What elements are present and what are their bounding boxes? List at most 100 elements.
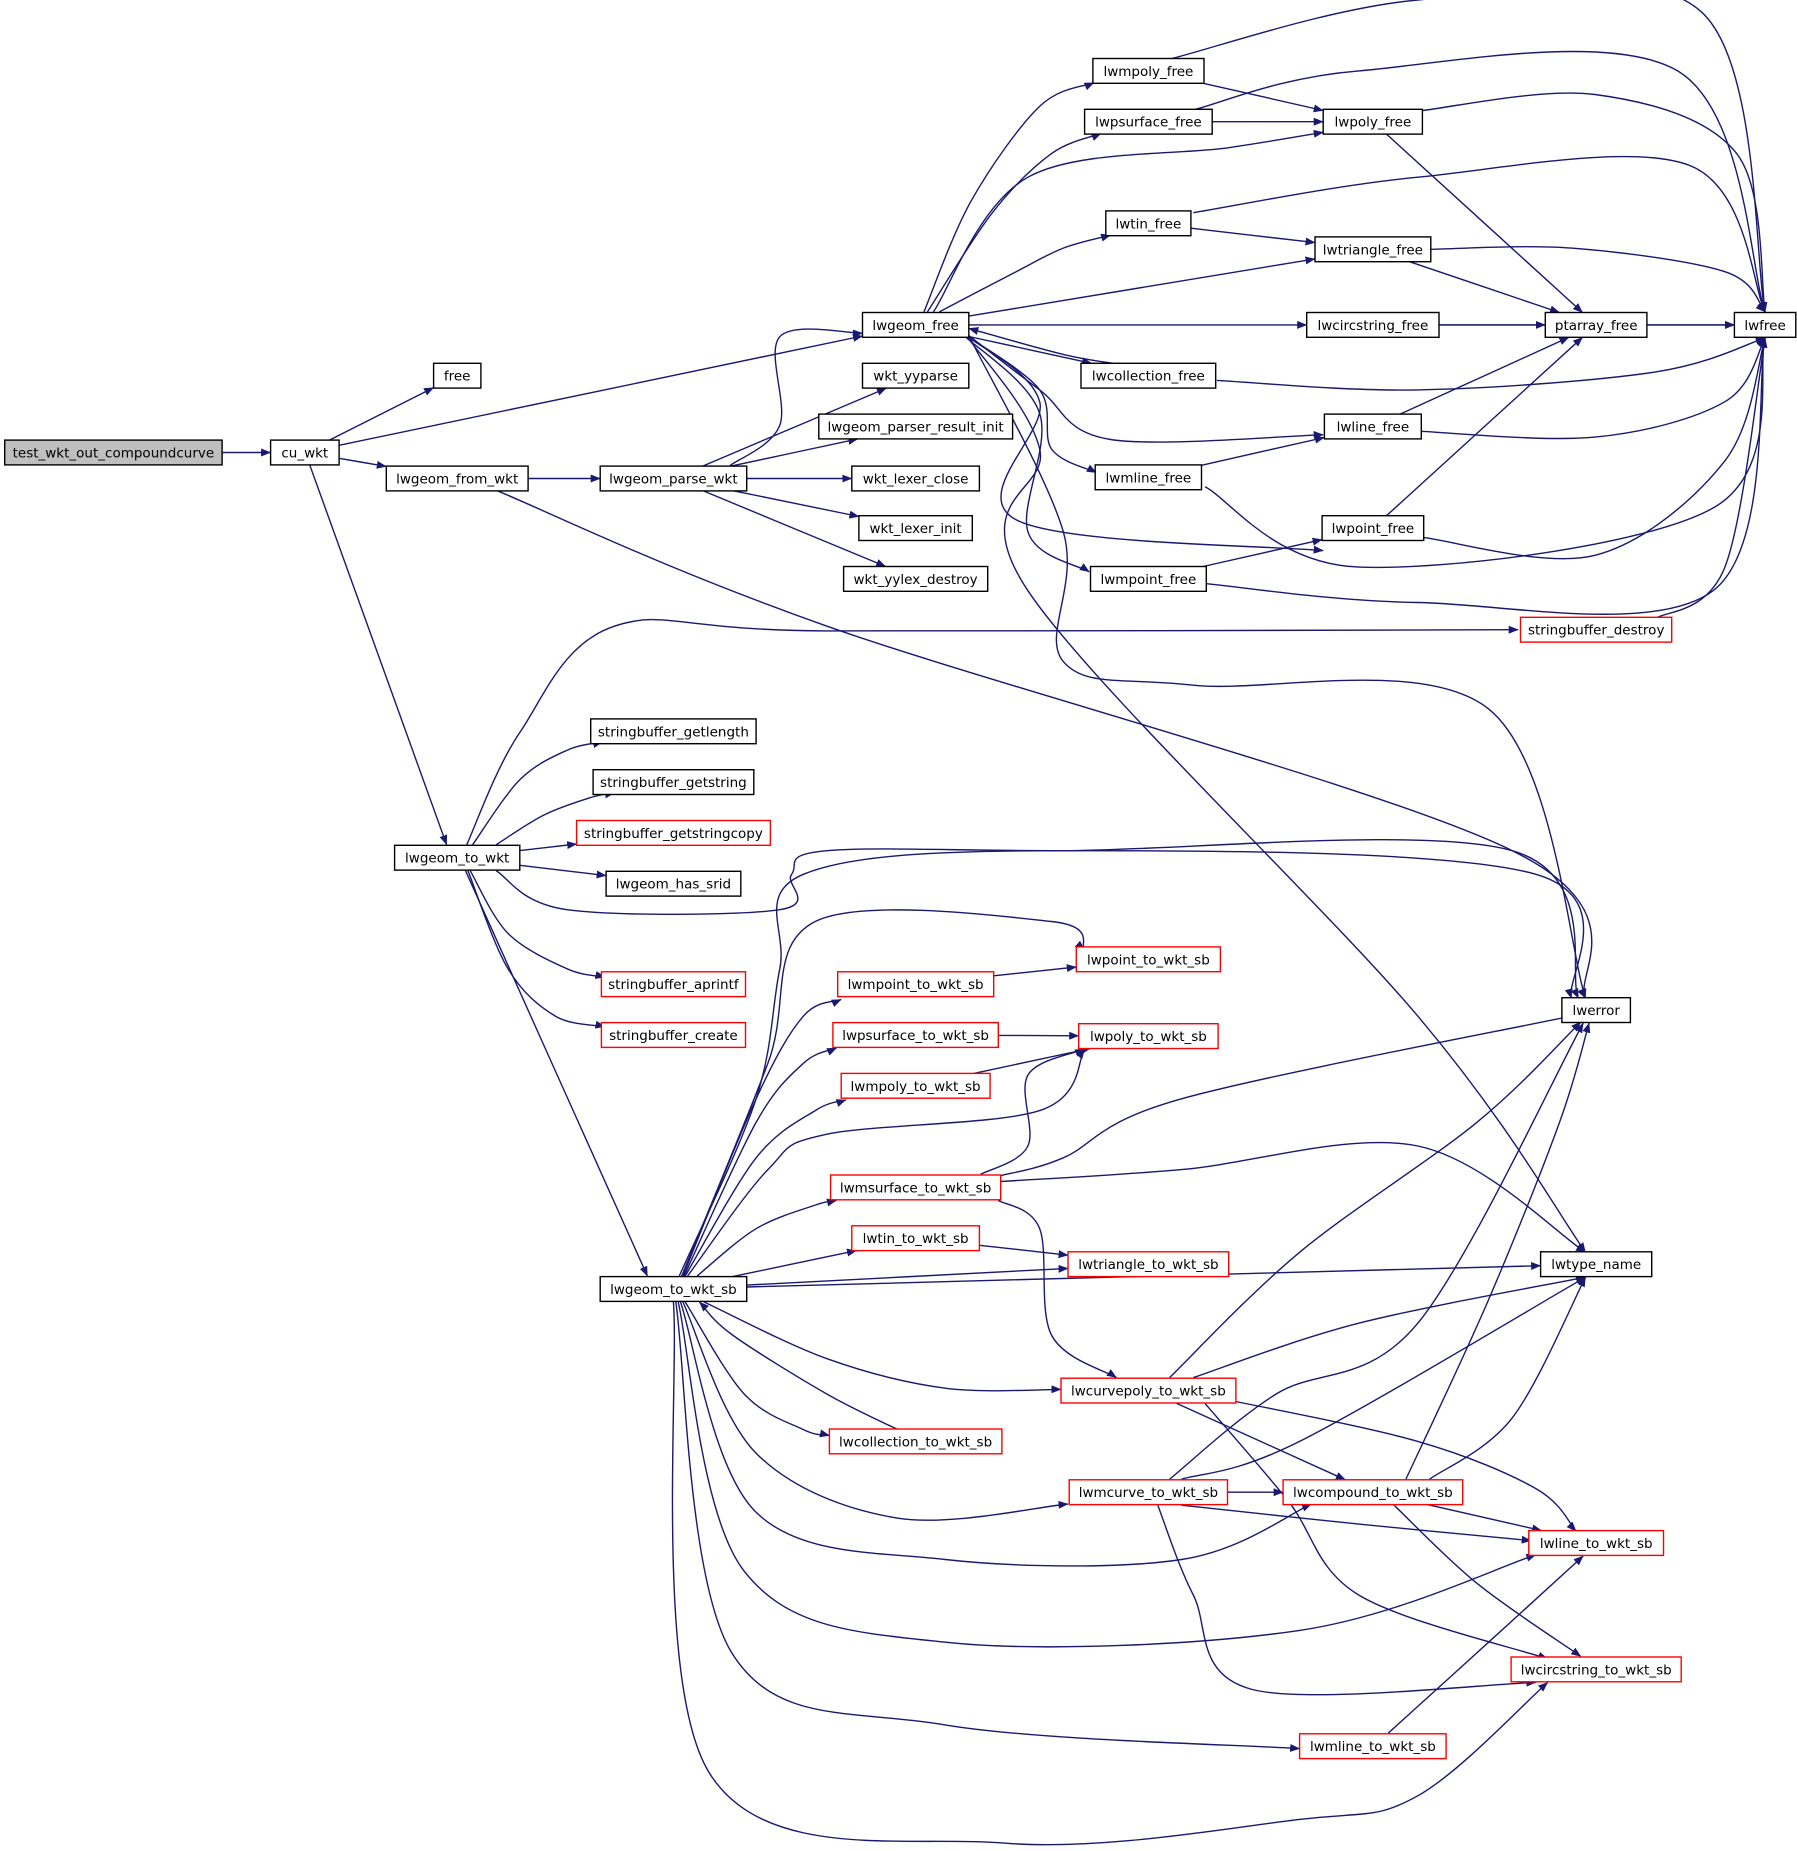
node-lwmpoly_to_wkt_sb[interactable]: lwmpoly_to_wkt_sb: [840, 1072, 991, 1099]
node-lwpsurface_to_wkt_sb[interactable]: lwpsurface_to_wkt_sb: [832, 1021, 1000, 1049]
call-edge-lwgeom_to_wkt_sb-to-lwmsurface_to_wkt_sb: [696, 1198, 837, 1277]
call-edge-stringbuffer_destroy-to-lwfree: [1653, 337, 1768, 620]
edge-line: [746, 1264, 1069, 1286]
call-edge-cu_wkt-to-free: [329, 386, 435, 441]
node-stringbuffer_getstringcopy[interactable]: stringbuffer_getstringcopy: [575, 819, 772, 846]
node-lwmline_to_wkt_sb[interactable]: lwmline_to_wkt_sb: [1298, 1733, 1447, 1760]
node-box: [1105, 210, 1192, 237]
edge-line: [1175, 1402, 1346, 1481]
node-box: [432, 362, 482, 389]
node-lwline_to_wkt_sb[interactable]: lwline_to_wkt_sb: [1528, 1529, 1665, 1557]
node-box: [1544, 311, 1648, 338]
node-lwgeom_from_wkt[interactable]: lwgeom_from_wkt: [385, 465, 529, 492]
node-test_wkt_out_compoundcurve: test_wkt_out_compoundcurve: [3, 439, 223, 466]
call-edge-lwcollection_free-to-lwfree: [1216, 336, 1766, 391]
call-edge-lwcurvepoly_to_wkt_sb-to-lwcompound_to_wkt_sb: [1175, 1402, 1346, 1481]
node-lwpsurface_free[interactable]: lwpsurface_free: [1083, 108, 1213, 135]
call-edge-lwmline_free-to-lwline_free: [1201, 435, 1325, 466]
call-edge-lwgeom_parse_wkt-to-wkt_yyparse: [702, 387, 887, 467]
node-label: lwgeom_to_wkt_sb: [610, 1282, 737, 1298]
edge-line: [1169, 1022, 1584, 1480]
node-lwpoint_free[interactable]: lwpoint_free: [1321, 515, 1425, 542]
node-stringbuffer_destroy[interactable]: stringbuffer_destroy: [1519, 616, 1673, 643]
node-wkt_yyparse[interactable]: wkt_yyparse: [861, 362, 970, 389]
node-lwcollection_to_wkt_sb[interactable]: lwcollection_to_wkt_sb: [828, 1428, 1003, 1455]
node-box: [1539, 1251, 1653, 1278]
edge-line: [1429, 1276, 1587, 1480]
node-box: [393, 844, 521, 871]
node-lwpoly_to_wkt_sb[interactable]: lwpoly_to_wkt_sb: [1077, 1023, 1219, 1050]
call-edge-lwmpoint_free-to-lwpoint_free: [1203, 537, 1323, 568]
node-lwmpoint_free[interactable]: lwmpoint_free: [1089, 565, 1208, 592]
edge-line: [519, 841, 578, 852]
node-wkt_lexer_init[interactable]: wkt_lexer_init: [858, 515, 974, 542]
call-edge-lwmpoint_free-to-lwfree: [1205, 337, 1768, 615]
node-box: [818, 413, 1014, 440]
node-lwmpoint_to_wkt_sb[interactable]: lwmpoint_to_wkt_sb: [837, 971, 995, 998]
node-ptarray_free[interactable]: ptarray_free: [1544, 311, 1648, 338]
node-lwgeom_has_srid[interactable]: lwgeom_has_srid: [605, 870, 742, 897]
node-lwtin_to_wkt_sb[interactable]: lwtin_to_wkt_sb: [851, 1225, 981, 1252]
node-lwline_free[interactable]: lwline_free: [1323, 413, 1423, 440]
node-lwgeom_parser_result_init[interactable]: lwgeom_parser_result_init: [818, 413, 1014, 440]
node-lwcircstring_to_wkt_sb[interactable]: lwcircstring_to_wkt_sb: [1510, 1656, 1682, 1683]
edge-line: [675, 1301, 1301, 1752]
node-box: [828, 1428, 1003, 1455]
node-stringbuffer_getlength[interactable]: stringbuffer_getlength: [590, 718, 757, 745]
node-wkt_lexer_close[interactable]: wkt_lexer_close: [851, 465, 981, 492]
node-lwpoly_free[interactable]: lwpoly_free: [1322, 108, 1424, 135]
node-label: stringbuffer_getstring: [600, 775, 747, 791]
node-lwfree[interactable]: lwfree: [1733, 311, 1797, 338]
edge-line: [519, 864, 607, 879]
node-stringbuffer_aprintf[interactable]: stringbuffer_aprintf: [600, 971, 747, 998]
node-stringbuffer_create[interactable]: stringbuffer_create: [600, 1021, 747, 1049]
call-edge-lwgeom_to_wkt-to-stringbuffer_create: [467, 870, 606, 1029]
node-lwtype_name[interactable]: lwtype_name: [1539, 1251, 1653, 1278]
node-lwgeom_to_wkt[interactable]: lwgeom_to_wkt: [393, 844, 521, 871]
node-stringbuffer_getstring[interactable]: stringbuffer_getstring: [592, 769, 755, 796]
call-edge-lwgeom_to_wkt_sb-to-lwpsurface_to_wkt_sb: [683, 1047, 837, 1277]
edge-line: [308, 464, 448, 846]
edge-line: [1228, 1399, 1577, 1532]
node-lwcurvepoly_to_wkt_sb[interactable]: lwcurvepoly_to_wkt_sb: [1060, 1377, 1237, 1404]
call-edge-lwgeom_parse_wkt-to-lwgeom_parser_result_init: [731, 436, 859, 467]
node-lwtriangle_free[interactable]: lwtriangle_free: [1314, 236, 1432, 263]
node-lwgeom_parse_wkt[interactable]: lwgeom_parse_wkt: [599, 465, 748, 492]
node-label: stringbuffer_aprintf: [608, 977, 740, 993]
edge-line: [731, 436, 859, 467]
node-free[interactable]: free: [432, 362, 482, 389]
node-lwmsurface_to_wkt_sb[interactable]: lwmsurface_to_wkt_sb: [829, 1174, 1002, 1201]
edge-line: [1409, 261, 1560, 314]
edge-line: [1190, 227, 1316, 246]
call-edge-lwgeom_free-to-lwpoint_free: [965, 334, 1324, 554]
node-lwerror[interactable]: lwerror: [1561, 997, 1632, 1024]
node-lwcollection_free[interactable]: lwcollection_free: [1080, 362, 1217, 389]
node-label: wkt_lexer_close: [863, 472, 969, 488]
node-box: [1561, 997, 1632, 1024]
node-box: [1323, 413, 1423, 440]
node-lwtin_free[interactable]: lwtin_free: [1105, 210, 1192, 237]
node-lwgeom_free[interactable]: lwgeom_free: [861, 311, 970, 338]
node-label: lwmpoly_free: [1103, 64, 1193, 80]
call-edge-lwtriangle_free-to-lwfree: [1429, 245, 1766, 313]
node-lwmcurve_to_wkt_sb[interactable]: lwmcurve_to_wkt_sb: [1068, 1479, 1229, 1506]
node-cu_wkt[interactable]: cu_wkt: [269, 439, 340, 466]
call-edge-lwgeom_free-to-lwcollection_free: [968, 335, 1092, 366]
call-edge-lwmsurface_to_wkt_sb-to-lwcurvepoly_to_wkt_sb: [997, 1199, 1117, 1379]
edge-line: [923, 82, 1095, 313]
node-label: lwtin_free: [1116, 216, 1182, 232]
call-edge-lwpoly_free-to-ptarray_free: [1386, 133, 1583, 314]
node-lwgeom_to_wkt_sb[interactable]: lwgeom_to_wkt_sb: [599, 1275, 748, 1303]
node-lwpoint_to_wkt_sb[interactable]: lwpoint_to_wkt_sb: [1075, 946, 1222, 973]
node-box: [1528, 1529, 1665, 1557]
node-label: test_wkt_out_compoundcurve: [13, 446, 215, 462]
node-lwtriangle_to_wkt_sb[interactable]: lwtriangle_to_wkt_sb: [1067, 1251, 1230, 1278]
edge-line: [679, 1301, 1312, 1567]
node-box: [1089, 565, 1208, 592]
node-wkt_yylex_destroy[interactable]: wkt_yylex_destroy: [842, 565, 989, 592]
node-lwmpoly_free[interactable]: lwmpoly_free: [1092, 57, 1205, 84]
node-box: [1510, 1656, 1682, 1683]
node-lwcompound_to_wkt_sb[interactable]: lwcompound_to_wkt_sb: [1282, 1479, 1464, 1506]
node-lwmline_free[interactable]: lwmline_free: [1094, 464, 1203, 491]
node-lwcircstring_free[interactable]: lwcircstring_free: [1305, 311, 1440, 338]
